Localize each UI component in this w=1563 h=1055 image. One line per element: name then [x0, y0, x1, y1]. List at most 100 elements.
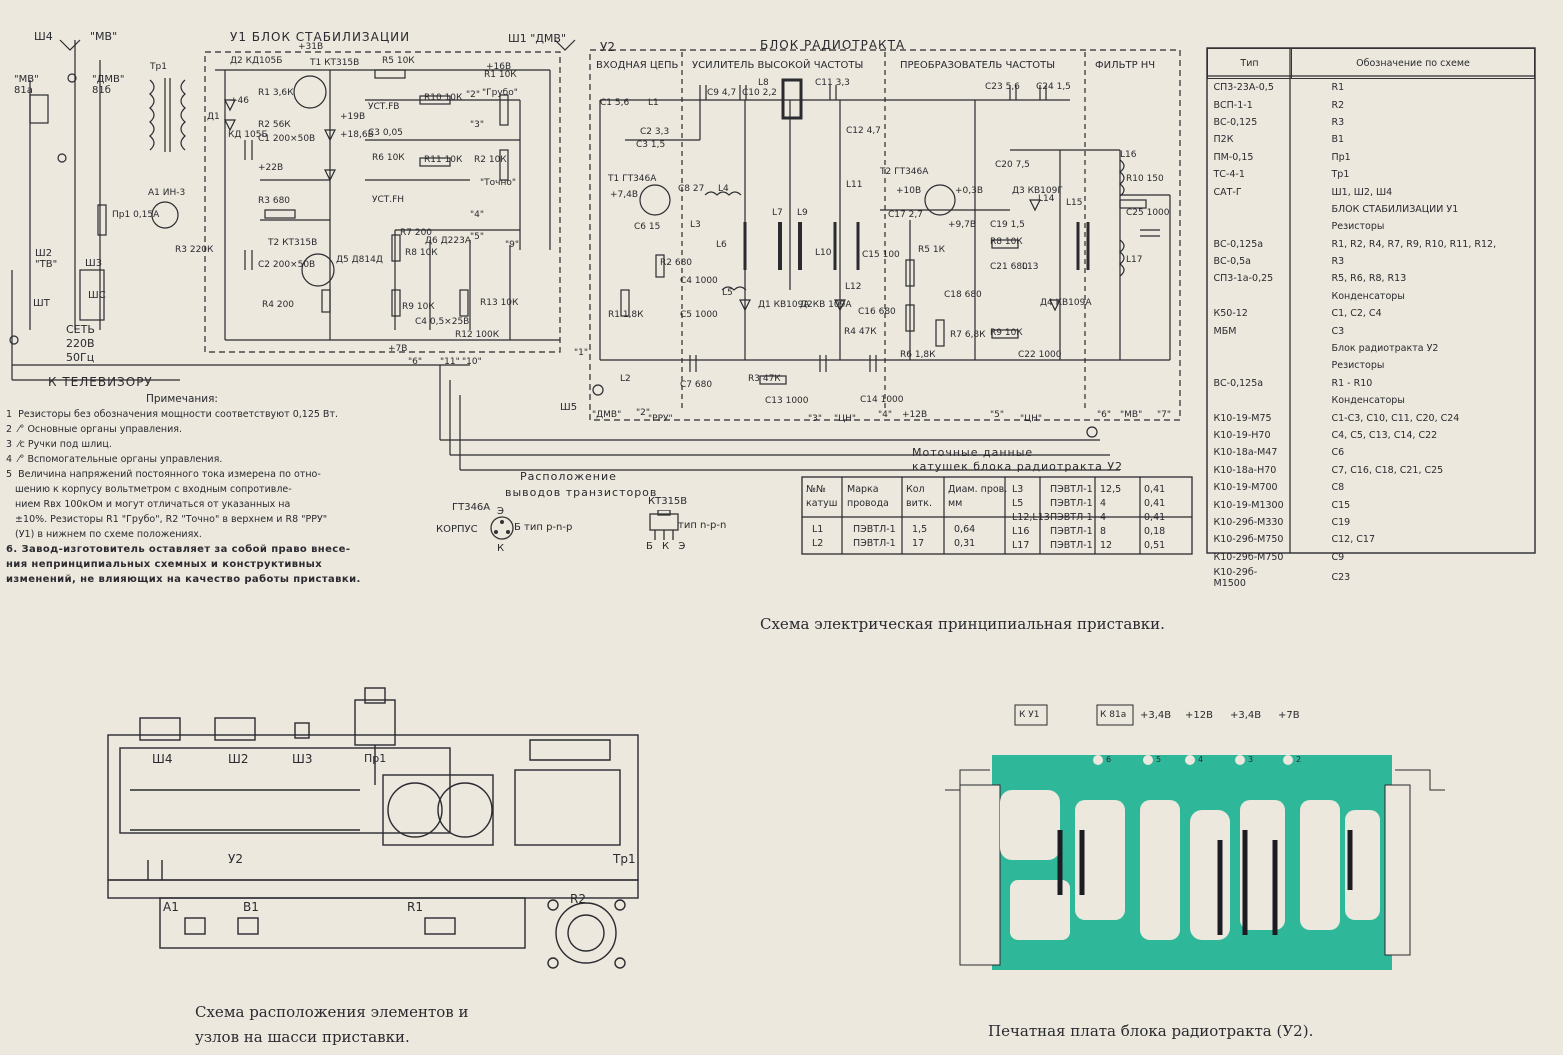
pcb-pin-5: 5 [1156, 755, 1162, 764]
u2-component-label: С25 1000 [1126, 208, 1170, 218]
u2-component-label: "ЦН" [834, 414, 857, 424]
u2-component-label: +10В [896, 186, 922, 196]
collector-label: К [497, 543, 505, 554]
u2-component-label: L13 [1022, 262, 1039, 272]
u2-component-label: С20 7,5 [995, 160, 1030, 170]
chassis-caption-line2: узлов на шасси приставки. [195, 1028, 410, 1046]
chassis-caption-line1: Схема расположения элементов и [195, 1003, 469, 1021]
connector-sh5-label: Ш5 [560, 402, 578, 413]
coil-cell: ПЭВТЛ-1 [1050, 498, 1093, 509]
note-line: 1 Резисторы без обозначения мощности соо… [6, 409, 338, 420]
coil-cell: L16 [1012, 526, 1030, 537]
note-line: нием Rвх 100кОм и могут отличаться от ук… [6, 499, 291, 510]
coil-cell: 12 [1100, 540, 1113, 551]
spec-designation-cell: Конденсаторы [1331, 395, 1405, 407]
u1-component-label: КД 105Б [228, 130, 268, 140]
u1-block-title: У1 БЛОК СТАБИЛИЗАЦИИ [230, 30, 411, 44]
u1-component-label: +16В [486, 62, 512, 72]
u2-component-label: С6 15 [634, 222, 661, 232]
u2-component-label: L6 [716, 240, 727, 250]
spec-designation-cell: R2 [1331, 99, 1345, 111]
connector-mv-label: "МВ" [90, 30, 118, 43]
connector-sh3-label: Ш3 [85, 258, 103, 269]
spec-row: Блок радиотракта У2 [1208, 340, 1535, 357]
u2-component-label: Д2КВ 109А [800, 300, 852, 310]
spec-designation-cell: С19 [1331, 516, 1351, 528]
u1-component-label: "Точно" [480, 178, 516, 188]
u2-component-label: L5 [722, 288, 733, 298]
u1-component-label: Д5 Д814Д [336, 255, 383, 265]
coil-cell: ПЭВТЛ-1 [1050, 484, 1093, 495]
u2-component-label: С3 1,5 [636, 140, 666, 150]
u2-component-label: R1 1,8К [608, 310, 644, 320]
coil-cell: 1,5 [912, 524, 928, 535]
spec-designation-cell: R1 [1331, 82, 1345, 94]
connector-sh4-label: Ш4 [34, 30, 53, 43]
u1-component-label: R2 10К [474, 155, 507, 165]
spec-designation-cell: С15 [1331, 499, 1351, 511]
u1-component-label: +18,6В [340, 130, 374, 140]
spec-designation-cell: Резисторы [1331, 221, 1385, 233]
chassis-r1: R1 [407, 900, 423, 914]
spec-type-cell: ВСП-1-1 [1213, 99, 1253, 111]
spec-type-cell [1208, 357, 1292, 374]
chassis-drawing [107, 687, 639, 969]
coil-cell: 8 [1100, 526, 1107, 537]
spec-designation-cell: Тр1 [1331, 169, 1350, 181]
spec-type-cell: САТ-Г [1213, 186, 1242, 198]
u2-component-label: Т2 ГТ346А [880, 167, 929, 177]
connector-sh2-label: Ш2 "ТВ" [35, 248, 58, 270]
coil-cell: ПЭВТЛ-1 [853, 538, 896, 549]
chassis-a1: А1 [163, 900, 179, 914]
spec-type-cell: МБМ [1213, 325, 1237, 337]
pcb-drawing [945, 704, 1445, 970]
connector-sh1-label: Ш1 "ДМВ" [508, 32, 567, 45]
coil-cell: 0,64 [954, 524, 976, 535]
spec-row: САТ-Г Ш1, Ш2, Ш4 [1208, 183, 1535, 200]
u2-component-label: L4 [718, 184, 729, 194]
u1-component-label: R13 10К [480, 298, 519, 308]
coil-header: Кол [906, 484, 925, 495]
u2-component-label: L7 [772, 208, 783, 218]
u2-component-label: С23 5,6 [985, 82, 1020, 92]
chassis-u2: У2 [228, 852, 243, 866]
spec-designation-cell: Ш1, Ш2, Ш4 [1331, 186, 1393, 198]
note-bold-line: ния непринципиальных схемных и конструкт… [6, 559, 323, 570]
spec-designation-cell: В1 [1331, 134, 1345, 146]
u1-component-label: R11 10К [424, 155, 463, 165]
coil-cell: L1 [812, 524, 824, 535]
pcb-v34-a: +3,4В [1140, 710, 1172, 721]
spec-type-cell: К10-19-Н70 [1213, 430, 1271, 441]
u2-component-label: +12В [902, 410, 928, 420]
u1-component-label: R8 10К [405, 248, 438, 258]
u2-component-label: С18 680 [944, 290, 982, 300]
u2-component-label: L2 [620, 374, 631, 384]
u2-component-label: R8 10К [990, 237, 1023, 247]
u2-component-label: Т1 ГТ346А [608, 174, 657, 184]
note-line: 2 ⁄° Основные органы управления. [6, 424, 183, 435]
u2-component-label: С9 4,7 [707, 88, 737, 98]
spec-designation-cell: С6 [1331, 447, 1345, 459]
spec-type-cell: К50-12 [1213, 308, 1248, 320]
spec-row: Резисторы [1208, 218, 1535, 235]
u1-component-label: "3" [470, 120, 485, 130]
mains-frequency: 50Гц [66, 351, 95, 364]
u1-component-label: "Грубо" [482, 88, 518, 98]
u1-component-label: +19В [340, 112, 366, 122]
coil-header: мм [948, 498, 963, 509]
u2-component-label: С2 3,3 [640, 127, 670, 137]
spec-designation-cell: R3 [1331, 116, 1345, 128]
coil-header: витк. [906, 498, 933, 509]
spec-type-cell: К10-29б-М1500 [1213, 566, 1258, 589]
coil-cell: L3 [1012, 484, 1024, 495]
u1-component-label: R5 10К [382, 56, 415, 66]
chassis-sh3: Ш3 [292, 752, 313, 766]
